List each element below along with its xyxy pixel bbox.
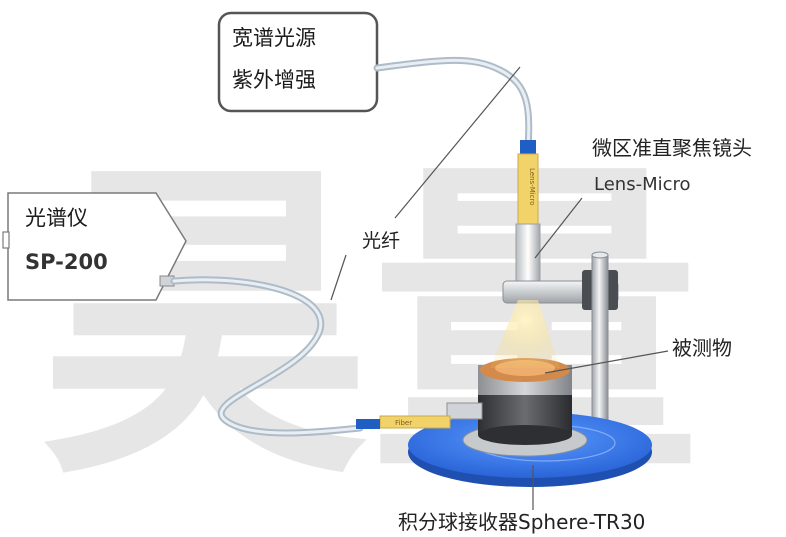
lens-label-cn: 微区准直聚焦镜头	[592, 136, 752, 160]
lens-ferrule-blue	[520, 140, 536, 154]
sphere-ferrule-blue	[356, 419, 380, 429]
spectrometer-port	[2, 231, 10, 249]
light-source-label-line2: 紫外增强	[232, 68, 316, 92]
fiber-label: 光纤	[362, 230, 401, 252]
spectrometer-label-line1: 光谱仪	[25, 206, 88, 230]
lens-barrel-text: Lens-Micro	[528, 168, 536, 206]
lens-leader	[534, 197, 583, 259]
light-source-box	[217, 11, 379, 113]
light-beam	[490, 300, 560, 368]
spectrometer-box	[7, 192, 187, 301]
sphere-ferrule-yellow	[379, 415, 451, 429]
fiber-label-leader-upper	[394, 66, 521, 219]
vertical-post	[591, 254, 609, 441]
sphere-fiber-port	[446, 402, 483, 420]
sample-leader	[544, 350, 669, 374]
lens-label-en: Lens-Micro	[594, 174, 691, 195]
fiber-label-leader-lower	[330, 254, 347, 301]
spectrometer-model: SP-200	[25, 250, 108, 274]
integrating-sphere-label: 积分球接收器Sphere-TR30	[398, 510, 646, 534]
sample-label: 被测物	[672, 336, 732, 360]
connector-text: Fiber	[395, 419, 412, 427]
light-source-label-line1: 宽谱光源	[232, 26, 316, 50]
